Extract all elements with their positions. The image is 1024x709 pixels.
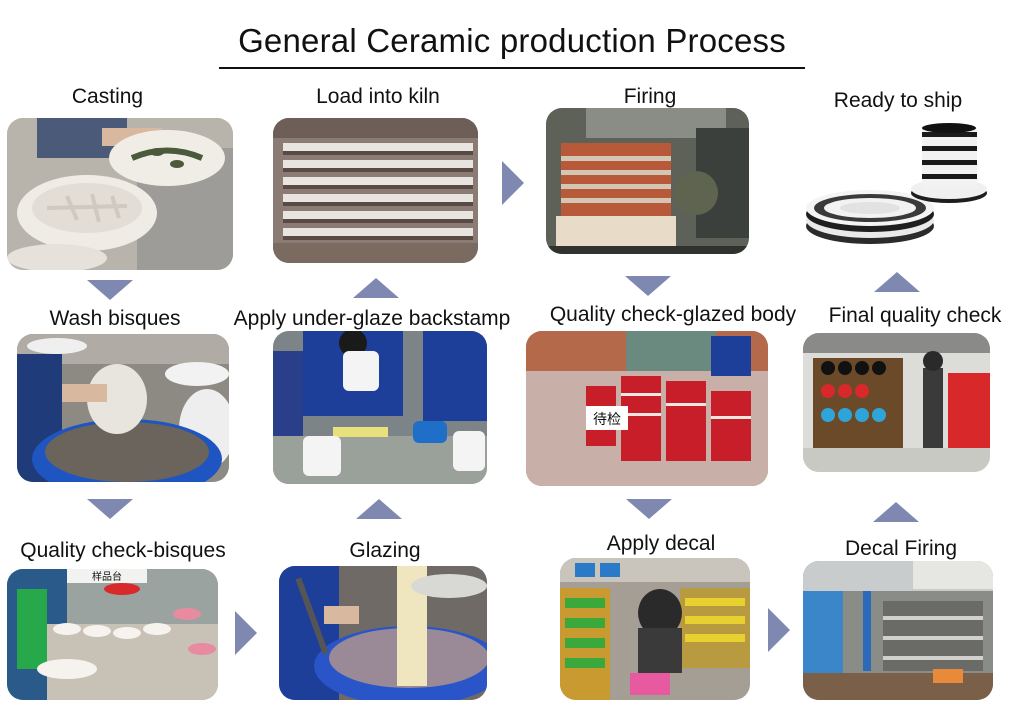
photo-casting [7, 118, 233, 270]
bisque-sample-sign: 样品台 [92, 570, 122, 583]
label-ready-to-ship: Ready to ship [833, 89, 963, 112]
photo-apply-backstamp [273, 331, 487, 484]
photo-decal-firing [803, 561, 993, 700]
label-glazing: Glazing [349, 539, 421, 562]
photo-quality-check-bisques: 样品台 [7, 569, 218, 700]
photo-quality-check-glazed: 待检 [526, 331, 768, 486]
photo-apply-decal [560, 558, 750, 700]
photo-glazing [279, 566, 487, 700]
label-load-into-kiln: Load into kiln [316, 85, 440, 108]
photo-wash-bisques [17, 334, 229, 482]
arrow-backstamp-to-kiln [353, 278, 399, 298]
arrow-decal-to-decal-firing [768, 608, 790, 652]
title-underline [219, 67, 805, 69]
label-wash-bisques: Wash bisques [49, 307, 181, 330]
label-casting: Casting [71, 85, 144, 108]
arrow-wash-to-qc-bisques [87, 499, 133, 519]
label-apply-under-glaze-backstamp: Apply under-glaze backstamp [233, 307, 511, 330]
label-firing: Firing [623, 85, 677, 108]
arrow-firing-to-qc-glazed [625, 276, 671, 296]
photo-load-into-kiln [273, 118, 478, 263]
arrow-final-qc-to-ship [874, 272, 920, 292]
arrow-qc-glazed-to-decal [626, 499, 672, 519]
label-quality-check-glazed-body: Quality check-glazed body [549, 303, 797, 326]
photo-final-quality-check [803, 333, 990, 472]
arrow-kiln-to-firing [502, 161, 524, 205]
label-apply-decal: Apply decal [606, 532, 716, 555]
pending-inspection-sign: 待检 [593, 412, 621, 428]
photo-firing [546, 108, 749, 254]
arrow-glazing-to-backstamp [356, 499, 402, 519]
arrow-decal-firing-to-final-qc [873, 502, 919, 522]
diagram-title: General Ceramic production Process [238, 22, 786, 59]
arrow-casting-to-wash [87, 280, 133, 300]
photo-ready-to-ship [804, 118, 990, 248]
arrow-qc-bisques-to-glazing [235, 611, 257, 655]
label-quality-check-bisques: Quality check-bisques [20, 539, 226, 562]
label-final-quality-check: Final quality check [828, 304, 1002, 327]
label-decal-firing: Decal Firing [844, 537, 958, 560]
